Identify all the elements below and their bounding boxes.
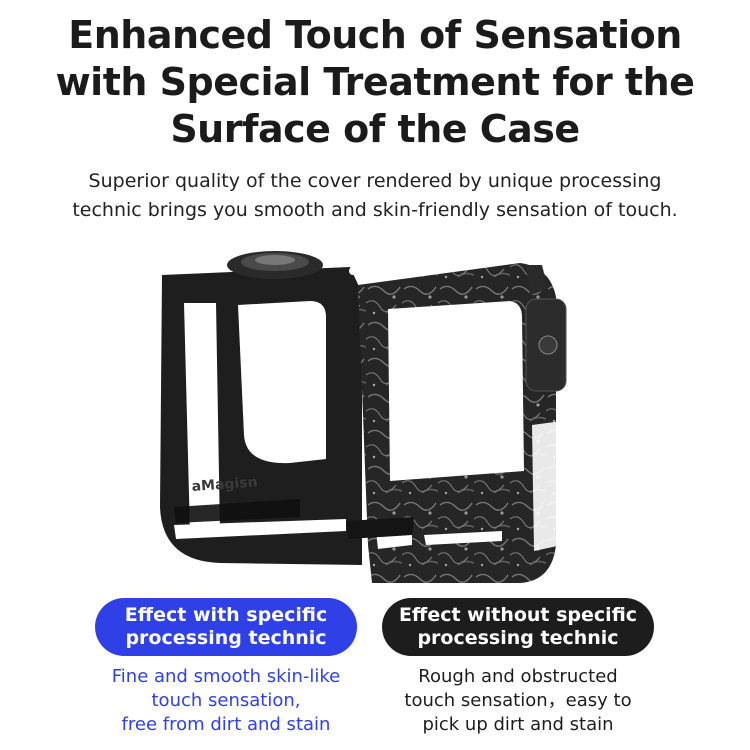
description-with-processing: Fine and smooth skin-like touch sensatio… [95,665,357,737]
badge-without-processing-line-2: processing technic [417,627,619,649]
subheadline-line-1: Superior quality of the cover rendered b… [88,170,662,192]
headline-line-2: with Special Treatment for the [55,60,695,104]
subheadline-line-2: technic brings you smooth and skin-frien… [72,199,678,221]
brand-logo: aMagisn [191,474,258,495]
camera-cage-image: aMagisn [160,251,567,583]
description-with-processing-line-3: free from dirt and stain [121,714,331,735]
description-with-processing-line-2: touch sensation, [151,690,301,711]
description-without-processing: Rough and obstructed touch sensation，eas… [382,665,654,737]
headline-line-3: Surface of the Case [170,107,580,151]
smooth-half: aMagisn [160,251,362,565]
badge-with-processing-line-1: Effect with specific [124,604,328,626]
description-without-processing-line-3: pick up dirt and stain [422,714,614,735]
description-without-processing-line-1: Rough and obstructed [418,666,618,687]
subheadline: Superior quality of the cover rendered b… [0,167,750,225]
description-without-processing-line-2: touch sensation，easy to [404,690,632,711]
headline: Enhanced Touch of Sensation with Special… [0,12,750,153]
textured-half [358,263,567,583]
badge-without-processing-line-1: Effect without specific [398,604,638,626]
headline-line-1: Enhanced Touch of Sensation [68,13,682,57]
badge-with-processing-line-2: processing technic [125,627,327,649]
description-with-processing-line-1: Fine and smooth skin-like [111,666,341,687]
badge-with-processing: Effect with specific processing technic [95,598,357,656]
badge-without-processing: Effect without specific processing techn… [382,598,654,656]
